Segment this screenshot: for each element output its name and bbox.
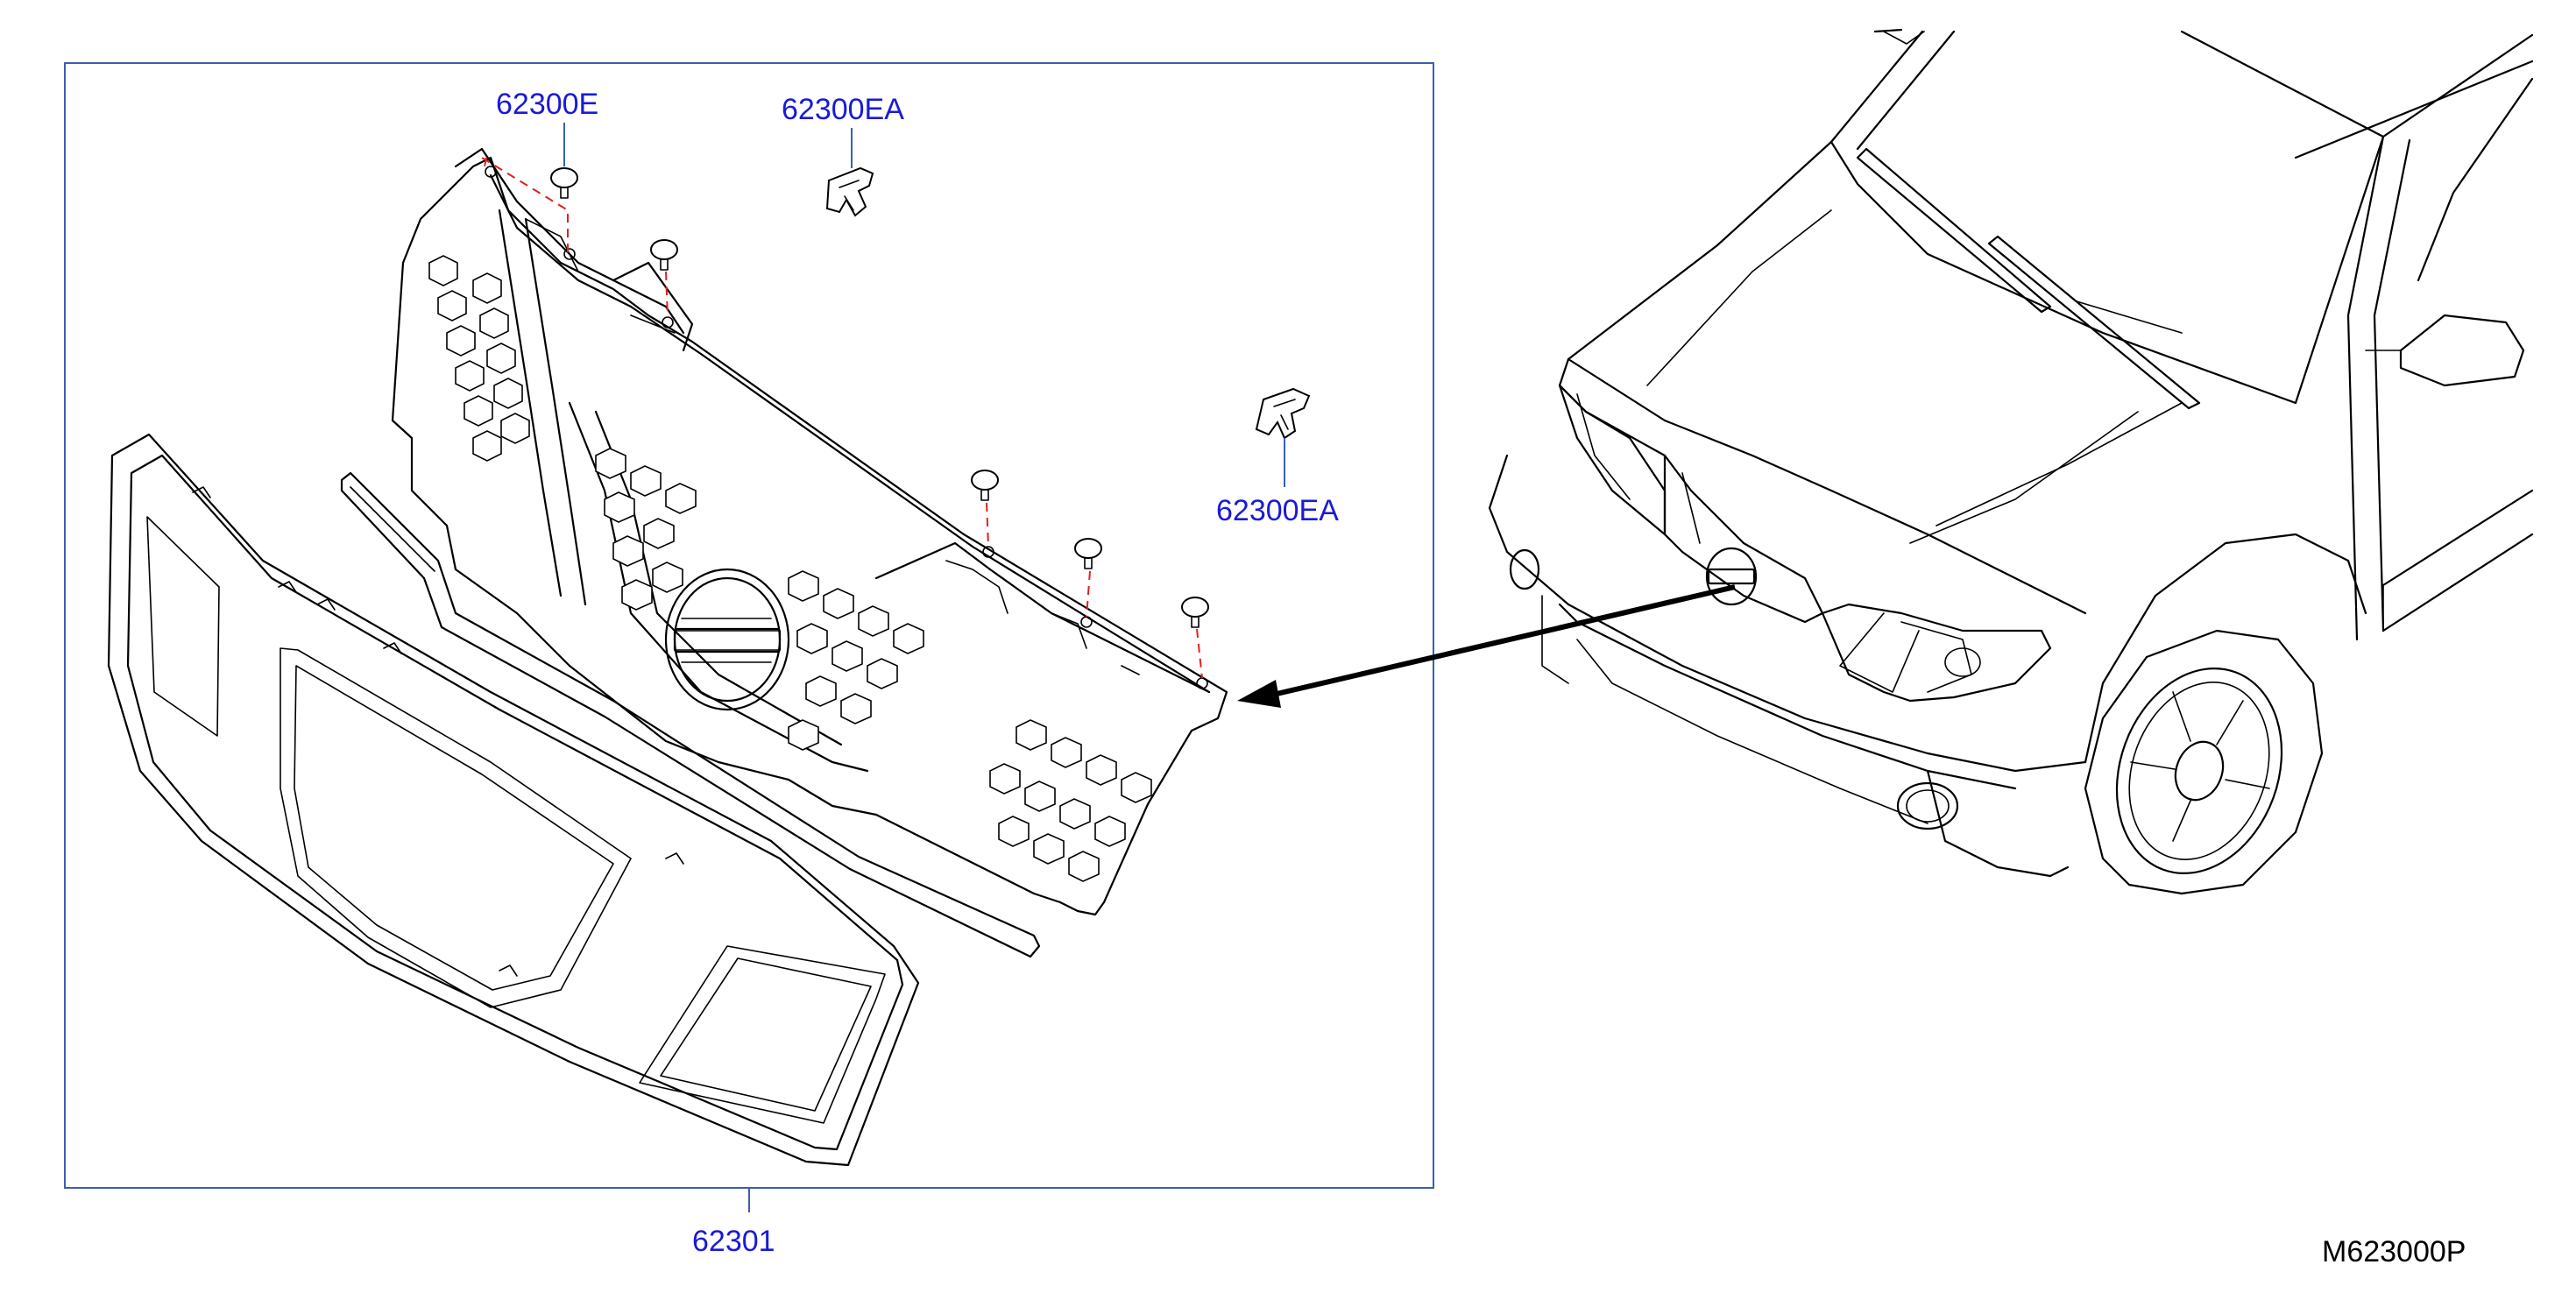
callout-clip-top: 62300E [496,88,598,121]
grille-outer-bezel [107,433,920,1167]
grille-mesh-right [989,719,1152,882]
grille-emblem [664,568,790,711]
callout-leaders [563,123,1285,1212]
parts-group-frame [64,62,1434,1189]
retainer-clip-top [825,166,874,217]
clip-fastener-1 [550,167,578,199]
callout-retainer-right: 62300EA [1216,494,1339,527]
grille-molding-strip [340,471,1041,958]
callout-grille-assembly: 62301 [692,1225,775,1258]
clip-fastener-4 [1074,538,1102,569]
location-arrow [1237,584,1736,708]
retainer-clip-right [1255,387,1311,440]
clip-fastener-5 [1181,597,1209,628]
grille-mesh-center [595,448,924,751]
diagram-code: M623000P [2322,1235,2466,1268]
callout-retainer-top: 62300EA [782,93,904,126]
clip-fasteners [550,167,1209,628]
grille-assembly-drawing [107,147,1311,1167]
clip-fastener-3 [971,470,999,501]
grille-mesh-left [428,255,530,462]
callout-labels: 62300E 62300EA 62300EA 62301 [496,88,1339,1258]
vehicle-location-view [1488,28,2534,895]
clip-fastener-2 [650,239,678,271]
grille-main-body [391,147,1228,916]
fastener-alignment-lines [481,157,1203,679]
